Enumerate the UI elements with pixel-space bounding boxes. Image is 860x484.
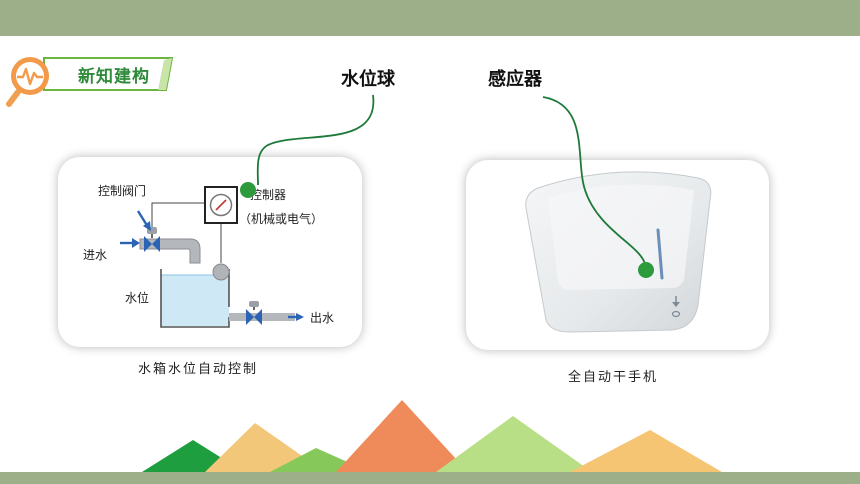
water-level-label: 水位 bbox=[125, 291, 150, 305]
section-badge: 新知建构 bbox=[6, 52, 176, 112]
sensor-callout: 感应器 bbox=[488, 69, 542, 90]
water-tank-card: 控制阀门 控制器 （机械或电气） 进水 水位 出水 bbox=[58, 157, 362, 347]
mountain-green-light bbox=[436, 416, 592, 472]
float-ball-callout: 水位球 bbox=[341, 69, 395, 90]
section-title: 新知建构 bbox=[78, 66, 150, 87]
controller-type-label: （机械或电气） bbox=[239, 212, 324, 226]
controller-label: 控制器 bbox=[250, 188, 287, 202]
water-tank-caption: 水箱水位自动控制 bbox=[138, 362, 259, 377]
header-bar bbox=[0, 0, 860, 36]
control-valve-label: 控制阀门 bbox=[98, 184, 147, 198]
mountain-orange bbox=[336, 400, 468, 472]
water-out-label: 出水 bbox=[310, 311, 335, 325]
magnifier-pulse-icon bbox=[6, 57, 49, 107]
water-tank-diagram bbox=[120, 186, 304, 328]
footer-bar bbox=[0, 472, 860, 484]
hand-dryer-caption: 全自动干手机 bbox=[568, 370, 659, 385]
mountain-yellow-right bbox=[570, 430, 722, 472]
water-in-label: 进水 bbox=[83, 248, 108, 262]
